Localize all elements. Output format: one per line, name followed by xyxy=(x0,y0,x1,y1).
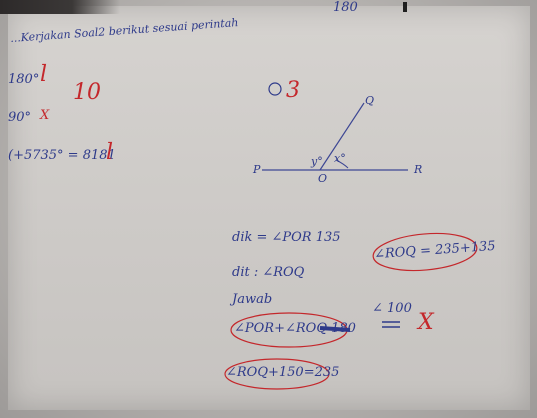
answer-1-text: 180° xyxy=(8,72,40,87)
answer-3-mark: l xyxy=(106,140,114,165)
label-o: O xyxy=(318,172,328,185)
equation-1: ∠POR+∠ROQ 180 xyxy=(234,321,356,336)
circle-eq2 xyxy=(224,358,330,390)
label-y: y° xyxy=(311,155,323,168)
label-p: P xyxy=(253,163,261,176)
answer-3-text: (+5735° = 8181 xyxy=(8,148,116,163)
score-10: 10 xyxy=(73,80,101,105)
ray-oq xyxy=(319,102,365,171)
side-mark: X xyxy=(418,310,434,335)
scribble-180 xyxy=(319,326,351,332)
equation-2: ∠ROQ+150=235 xyxy=(226,365,340,380)
arc-x xyxy=(335,159,349,169)
paper-sheet xyxy=(8,6,530,410)
top-number: 180 xyxy=(333,0,358,15)
table-edge xyxy=(0,0,120,14)
answer-2-text: 90° xyxy=(8,110,32,125)
circle-side-eq xyxy=(372,232,478,272)
number-circle xyxy=(268,82,282,96)
answer-1-mark: l xyxy=(40,62,48,87)
label-r: R xyxy=(414,163,423,176)
problem-number: 3 xyxy=(286,78,300,103)
answer-2-mark: X xyxy=(40,108,50,123)
label-x: x° xyxy=(334,152,346,165)
answer-label: Jawab xyxy=(232,292,273,307)
dark-mark xyxy=(403,2,407,12)
known-line: dik = ∠POR 135 xyxy=(232,230,341,245)
side-value: ∠ 100 xyxy=(372,301,412,316)
label-q: Q xyxy=(365,94,375,107)
asked-line: dit : ∠ROQ xyxy=(232,265,305,280)
